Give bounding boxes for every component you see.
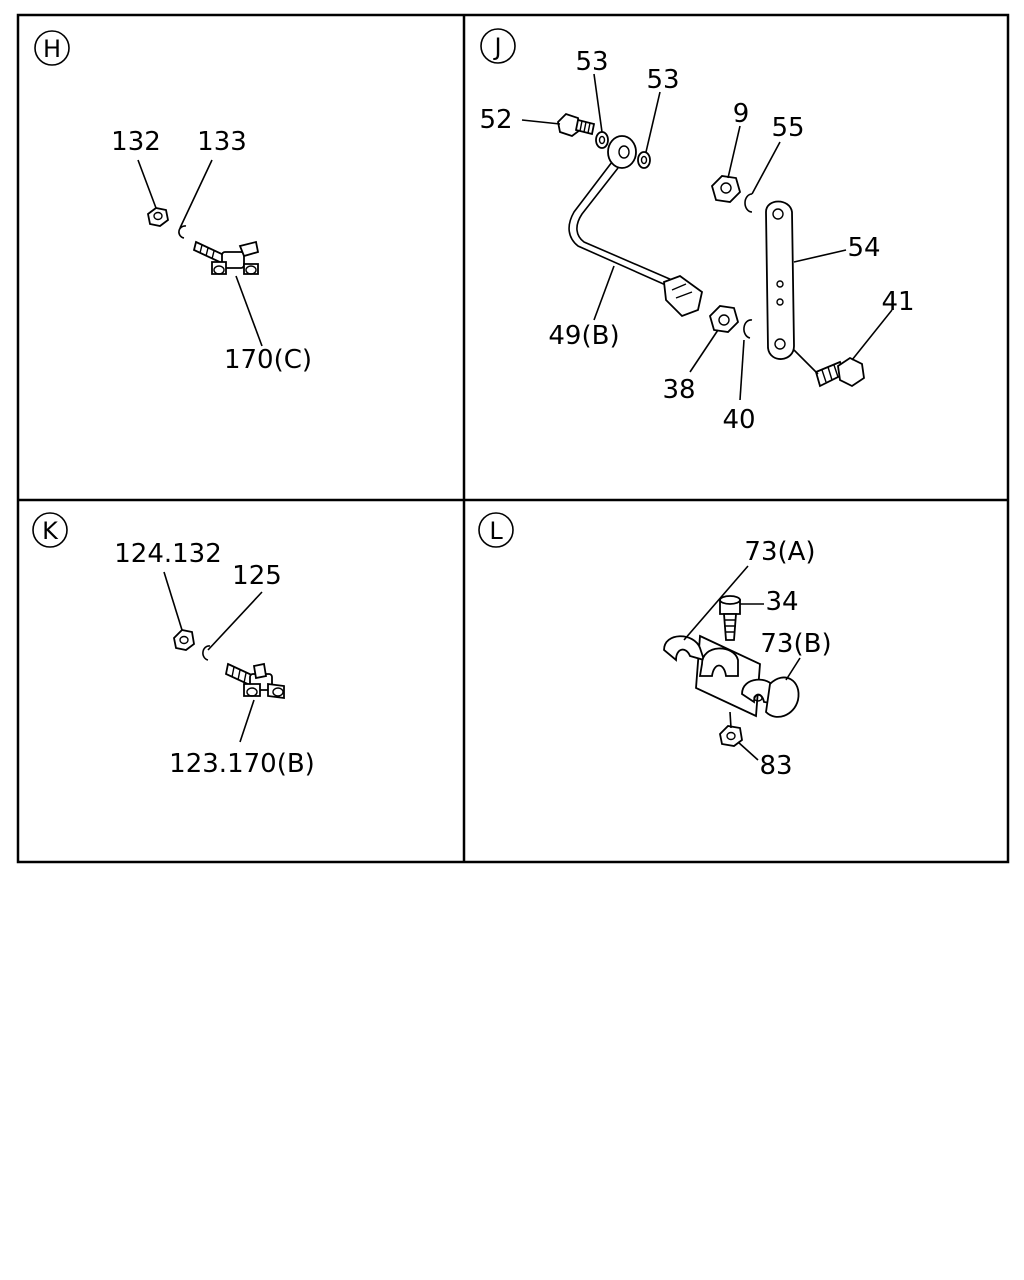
washer-53a-part <box>595 131 609 149</box>
label-123-170b: 123.170(B) <box>169 749 315 779</box>
leader-132 <box>137 159 157 209</box>
panel-j-letter: J <box>492 33 501 61</box>
leader-125 <box>207 591 263 651</box>
label-34: 34 <box>765 587 798 617</box>
clip-55-part <box>744 193 753 213</box>
label-125: 125 <box>232 561 282 591</box>
clip-133-part <box>178 225 187 239</box>
label-55: 55 <box>771 113 804 143</box>
nut-124-132-part <box>173 629 195 651</box>
clamp-73b-part <box>741 676 800 718</box>
leader-49b <box>593 265 615 321</box>
tee-fitting-170c-part <box>192 240 260 275</box>
leader-41 <box>851 309 893 361</box>
label-170c: 170(C) <box>224 345 312 375</box>
panel-j: J <box>479 28 915 435</box>
label-54: 54 <box>847 233 880 263</box>
panel-h: H 132 133 170(C) <box>34 30 312 375</box>
pipe-49b-part <box>568 161 704 318</box>
leader-73b <box>785 657 801 681</box>
panel-j-badge: J <box>480 28 516 64</box>
label-9: 9 <box>733 99 750 129</box>
leader-55 <box>751 141 781 195</box>
clip-40-part <box>743 319 753 339</box>
leader-73a <box>683 565 749 641</box>
panel-h-badge: H <box>34 30 70 66</box>
label-38: 38 <box>662 375 695 405</box>
label-41: 41 <box>881 287 914 317</box>
bracket-54-part <box>765 200 795 360</box>
leader-83 <box>737 741 759 761</box>
label-53a: 53 <box>575 47 608 77</box>
leader-bolt-41 <box>793 349 819 375</box>
nut-38-part <box>708 305 740 333</box>
label-53b: 53 <box>646 65 679 95</box>
leader-9 <box>727 125 741 179</box>
leader-38 <box>689 329 719 373</box>
leader-40 <box>739 339 745 401</box>
clip-125-part <box>202 645 211 661</box>
leader-54 <box>793 249 847 263</box>
leader-52 <box>521 119 561 125</box>
pipe-eye-part <box>607 135 637 169</box>
label-132: 132 <box>111 127 161 157</box>
diagram-frame <box>16 13 1010 864</box>
label-124-132: 124.132 <box>114 539 222 569</box>
panel-k-badge: K <box>32 512 68 548</box>
panel-l-letter: L <box>489 517 503 545</box>
bolt-34-part <box>719 595 741 641</box>
label-52: 52 <box>479 105 512 135</box>
leader-123-170b <box>239 699 255 743</box>
panel-l-badge: L <box>478 512 514 548</box>
leader-bolt-axis <box>729 711 732 729</box>
connector-41-part <box>814 356 865 388</box>
clamp-73a-part <box>663 635 739 677</box>
nut-83-part <box>719 725 743 747</box>
leader-53b <box>645 91 661 153</box>
nut-9-part <box>710 175 742 203</box>
nut-132-part <box>147 207 169 227</box>
label-133: 133 <box>197 127 247 157</box>
label-83: 83 <box>759 751 792 781</box>
leader-133 <box>179 159 213 229</box>
panel-k: K 124.132 125 123.170(B) <box>32 512 315 779</box>
panel-l: L 73 <box>478 512 832 781</box>
tee-fitting-123-170b-part <box>224 662 285 700</box>
leader-170c <box>235 275 263 347</box>
washer-53b-part <box>637 151 651 169</box>
eye-bolt-52-part <box>557 112 596 138</box>
panel-k-letter: K <box>42 517 59 545</box>
label-40: 40 <box>722 405 755 435</box>
leader-124-132 <box>163 571 183 631</box>
label-49b: 49(B) <box>548 321 619 351</box>
label-73b: 73(B) <box>760 629 831 659</box>
leader-53a <box>593 73 603 133</box>
panel-h-letter: H <box>43 35 61 63</box>
label-73a: 73(A) <box>744 537 815 567</box>
